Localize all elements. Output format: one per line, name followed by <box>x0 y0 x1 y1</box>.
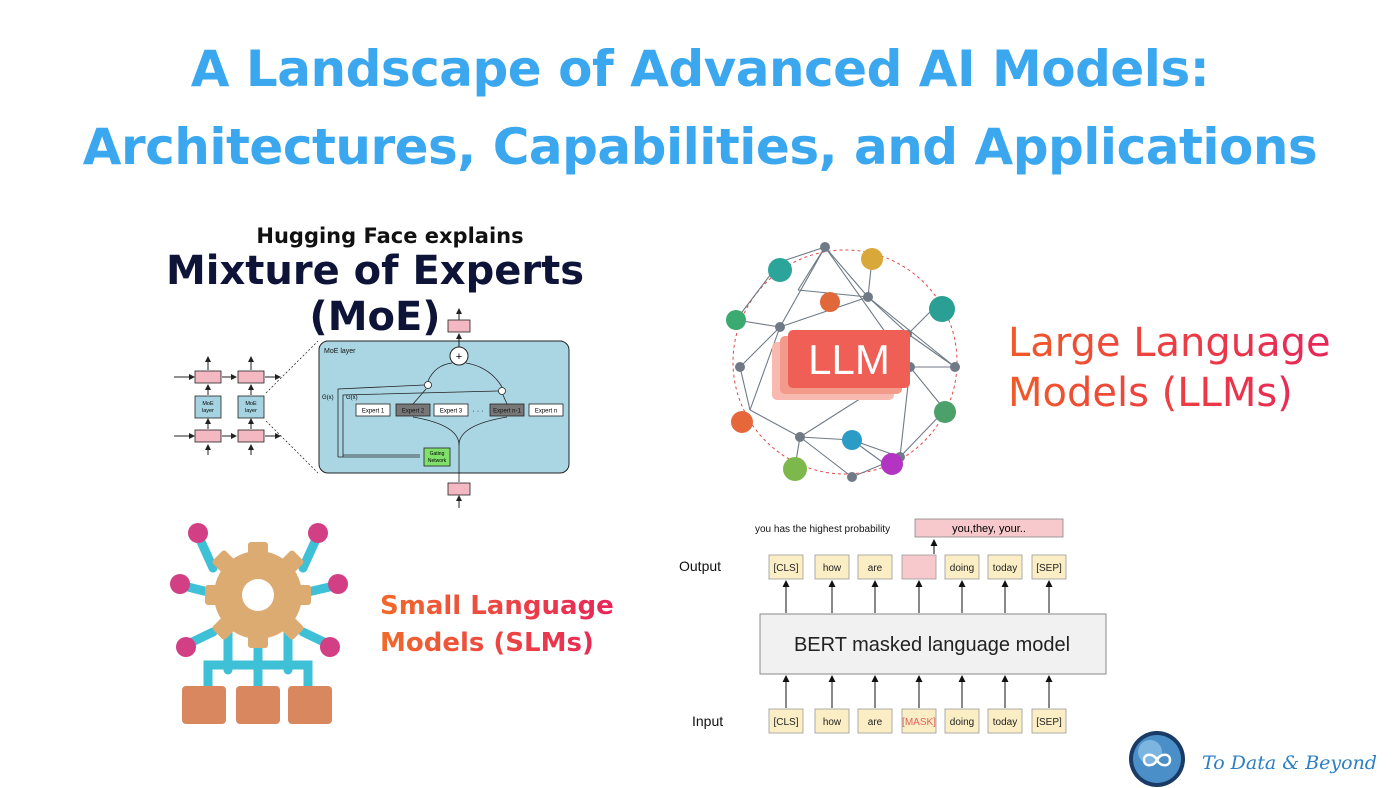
svg-text:layer: layer <box>202 408 214 414</box>
token-label: are <box>868 717 883 728</box>
expert-label: Expert 2 <box>402 409 425 415</box>
svg-text:Network: Network <box>428 458 447 464</box>
svg-text:MoE: MoE <box>245 401 257 407</box>
brand-logo <box>1129 731 1185 787</box>
token-label: doing <box>950 717 974 728</box>
output-token: are <box>857 554 893 580</box>
llm-badge <box>788 330 910 388</box>
slm-gear-graphic <box>170 523 348 724</box>
llm-node-icons <box>726 248 956 481</box>
brand-name: To Data & Beyond <box>1202 752 1377 774</box>
bert-model-box <box>759 613 1107 675</box>
output-token: doing <box>944 554 980 580</box>
input-token: today <box>987 708 1023 734</box>
llm-label: Large Language Models (LLMs) <box>1008 318 1331 418</box>
output-token-row: [CLS] how are doing today [SEP] <box>768 554 1067 580</box>
page-title-line-1: A Landscape of Advanced AI Models: <box>190 40 1210 98</box>
input-token: [CLS] <box>768 708 804 734</box>
expert-label: Expert n <box>535 409 557 415</box>
moe-heading: Mixture of Experts (MoE) <box>165 248 585 340</box>
token-label: today <box>993 717 1017 728</box>
expert-label: Expert 1 <box>362 409 385 415</box>
input-token-row: [CLS] how are [MASK] doing today [SEP] <box>768 708 1067 734</box>
prediction-box <box>914 518 1064 538</box>
input-token: are <box>857 708 893 734</box>
token-label: [SEP] <box>1036 717 1062 728</box>
output-token: [CLS] <box>768 554 804 580</box>
moe-subtitle: Hugging Face explains <box>256 224 524 248</box>
token-label: [CLS] <box>773 563 798 574</box>
gate-label: G(x) <box>322 395 334 401</box>
moe-diagram: MoE layer MoE layer MoE layer + G(x) G(x… <box>174 308 570 508</box>
slm-label-line-2: Models (SLMs) <box>380 625 614 662</box>
token-label: are <box>868 563 883 574</box>
token-label: doing <box>950 563 974 574</box>
slm-label-line-1: Small Language <box>380 588 614 625</box>
input-token: [SEP] <box>1031 708 1067 734</box>
llm-badge-text: LLM <box>808 336 890 383</box>
output-token: how <box>814 554 850 580</box>
slm-label: Small Language Models (SLMs) <box>380 588 614 662</box>
input-token: doing <box>944 708 980 734</box>
input-token: how <box>814 708 850 734</box>
svg-text:G(x): G(x) <box>346 395 358 401</box>
page-title-line-2: Architectures, Capabilities, and Applica… <box>82 118 1318 176</box>
prediction-text: you,they, your.. <box>952 523 1026 535</box>
llm-network-graphic: LLM <box>726 242 960 482</box>
input-token: [MASK] <box>901 708 937 734</box>
output-token: [SEP] <box>1031 554 1067 580</box>
gating-network-label: Gating <box>430 451 445 457</box>
token-label: [MASK] <box>902 717 936 728</box>
token-label: today <box>993 563 1017 574</box>
moe-layer-label: MoE layer <box>324 348 356 355</box>
token-label: how <box>823 717 842 728</box>
bert-model-label: BERT masked language model <box>794 634 1070 656</box>
gear-icon <box>205 542 311 648</box>
moe-small-stack <box>174 356 281 455</box>
output-token: today <box>987 554 1023 580</box>
output-row-label: Output <box>679 558 721 574</box>
expert-label: Expert n-1 <box>493 409 521 415</box>
expert-label: Expert 3 <box>440 409 463 415</box>
token-label: [SEP] <box>1036 563 1062 574</box>
output-token <box>901 554 937 580</box>
input-row-label: Input <box>692 713 723 729</box>
llm-label-line-2: Models (LLMs) <box>1008 368 1331 418</box>
bert-diagram: you has the highest probability you,they… <box>679 518 1107 734</box>
llm-label-line-1: Large Language <box>1008 320 1331 366</box>
svg-text:+: + <box>456 351 462 363</box>
token-label: how <box>823 563 842 574</box>
slm-blocks <box>182 686 332 724</box>
infinity-icon <box>1142 753 1172 767</box>
moe-small-label: MoE <box>202 401 214 407</box>
token-label: [CLS] <box>773 717 798 728</box>
svg-text:· · ·: · · · <box>473 408 484 415</box>
expert-row: Expert 1 Expert 2 Expert 3 · · · Expert … <box>355 403 564 417</box>
svg-text:layer: layer <box>245 408 257 414</box>
probability-label: you has the highest probability <box>755 524 890 535</box>
